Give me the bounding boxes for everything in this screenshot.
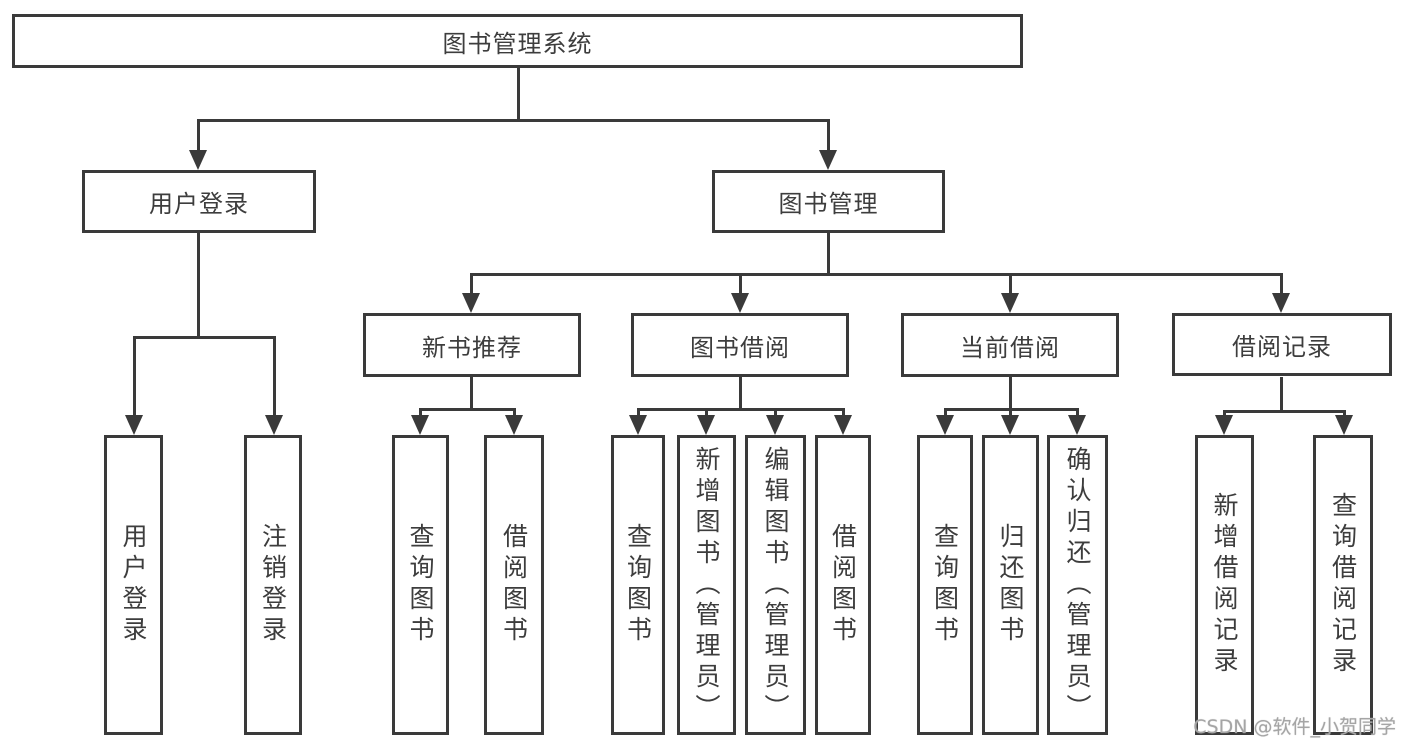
node-new-book-rec-label: 新书推荐 [422, 333, 522, 362]
watermark-text: CSDN @软件_小贺同学 [1193, 716, 1396, 738]
node-leaf-query-book-3-label: 查询图书 [930, 523, 960, 647]
node-leaf-borrow-book-2-label: 借阅图书 [828, 523, 858, 647]
arrow-down-icon [462, 293, 480, 313]
connector-line [133, 336, 136, 417]
node-leaf-user-login-label: 用户登录 [119, 523, 148, 647]
connector-line [705, 408, 708, 417]
connector-line [637, 408, 640, 417]
node-new-book-rec: 新书推荐 [363, 313, 581, 377]
node-leaf-borrow-book-1: 借阅图书 [484, 435, 544, 735]
node-leaf-confirm-return: 确认归还（管理员） [1047, 435, 1108, 735]
node-leaf-query-borrow-record-label: 查询借阅记录 [1328, 492, 1358, 678]
node-book-borrow: 图书借阅 [631, 313, 849, 377]
node-leaf-query-book-1-label: 查询图书 [406, 523, 435, 647]
connector-line [470, 273, 473, 295]
connector-line [827, 119, 830, 152]
arrow-down-icon [1001, 415, 1019, 435]
arrow-down-icon [731, 293, 749, 313]
connector-line [513, 408, 516, 417]
node-leaf-add-borrow-record: 新增借阅记录 [1195, 435, 1254, 735]
arrow-down-icon [1001, 293, 1019, 313]
node-leaf-add-book: 新增图书（管理员） [677, 435, 736, 735]
connector-line [419, 408, 422, 417]
node-root: 图书管理系统 [12, 14, 1023, 68]
connector-line [739, 273, 742, 295]
connector-line [637, 408, 845, 411]
connector-line [1280, 377, 1283, 413]
arrow-down-icon [411, 415, 429, 435]
arrow-down-icon [629, 415, 647, 435]
node-leaf-query-book-2: 查询图书 [611, 435, 665, 735]
connector-line [197, 119, 200, 152]
connector-line [1343, 410, 1346, 417]
node-leaf-logout: 注销登录 [244, 435, 302, 735]
node-leaf-borrow-book-2: 借阅图书 [815, 435, 871, 735]
node-leaf-logout-label: 注销登录 [258, 523, 288, 647]
connector-line [273, 336, 276, 417]
connector-line [1223, 410, 1346, 413]
connector-line [197, 233, 200, 339]
connector-line [1009, 408, 1012, 417]
node-leaf-edit-book-label: 编辑图书（管理员） [761, 445, 790, 725]
arrow-down-icon [505, 415, 523, 435]
node-leaf-user-login: 用户登录 [104, 435, 163, 735]
connector-line [774, 408, 777, 417]
connector-line [944, 408, 947, 417]
connector-line [133, 336, 276, 339]
node-leaf-add-borrow-record-label: 新增借阅记录 [1210, 492, 1239, 678]
connector-line [1223, 410, 1226, 417]
arrow-down-icon [1068, 415, 1086, 435]
connector-line [517, 68, 520, 122]
connector-line [197, 119, 830, 122]
node-leaf-query-book-1: 查询图书 [392, 435, 449, 735]
node-root-label: 图书管理系统 [442, 29, 593, 58]
connector-line [842, 408, 845, 417]
arrow-down-icon [125, 415, 143, 435]
node-leaf-return-book-label: 归还图书 [996, 523, 1025, 647]
node-leaf-query-book-3: 查询图书 [917, 435, 973, 735]
arrow-down-icon [766, 415, 784, 435]
connector-line [1076, 408, 1079, 417]
connector-line [1009, 377, 1012, 411]
arrow-down-icon [819, 150, 837, 170]
node-borrow-records-label: 借阅记录 [1232, 333, 1332, 361]
node-book-borrow-label: 图书借阅 [690, 333, 790, 362]
node-leaf-add-book-label: 新增图书（管理员） [692, 445, 721, 725]
connector-line [470, 273, 1283, 276]
arrow-down-icon [1215, 415, 1233, 435]
arrow-down-icon [265, 415, 283, 435]
node-leaf-query-borrow-record: 查询借阅记录 [1313, 435, 1373, 735]
arrow-down-icon [697, 415, 715, 435]
connector-line [419, 408, 516, 411]
node-book-mgmt-label: 图书管理 [778, 190, 879, 218]
arrow-down-icon [834, 415, 852, 435]
node-user-login-group-label: 用户登录 [149, 190, 249, 218]
node-leaf-query-book-2-label: 查询图书 [623, 523, 653, 647]
node-current-borrow-label: 当前借阅 [960, 333, 1060, 362]
node-current-borrow: 当前借阅 [901, 313, 1119, 377]
node-leaf-borrow-book-1-label: 借阅图书 [499, 523, 529, 647]
node-book-mgmt: 图书管理 [712, 170, 945, 233]
connector-line [470, 377, 473, 411]
arrow-down-icon [189, 150, 207, 170]
node-user-login-group: 用户登录 [82, 170, 316, 233]
node-leaf-confirm-return-label: 确认归还（管理员） [1063, 445, 1092, 725]
node-borrow-records: 借阅记录 [1172, 313, 1392, 376]
connector-line [1280, 273, 1283, 295]
connector-line [739, 377, 742, 411]
arrow-down-icon [936, 415, 954, 435]
connector-line [1009, 273, 1012, 295]
arrow-down-icon [1335, 415, 1353, 435]
connector-line [827, 233, 830, 276]
node-leaf-return-book: 归还图书 [982, 435, 1039, 735]
arrow-down-icon [1272, 293, 1290, 313]
node-leaf-edit-book: 编辑图书（管理员） [745, 435, 806, 735]
